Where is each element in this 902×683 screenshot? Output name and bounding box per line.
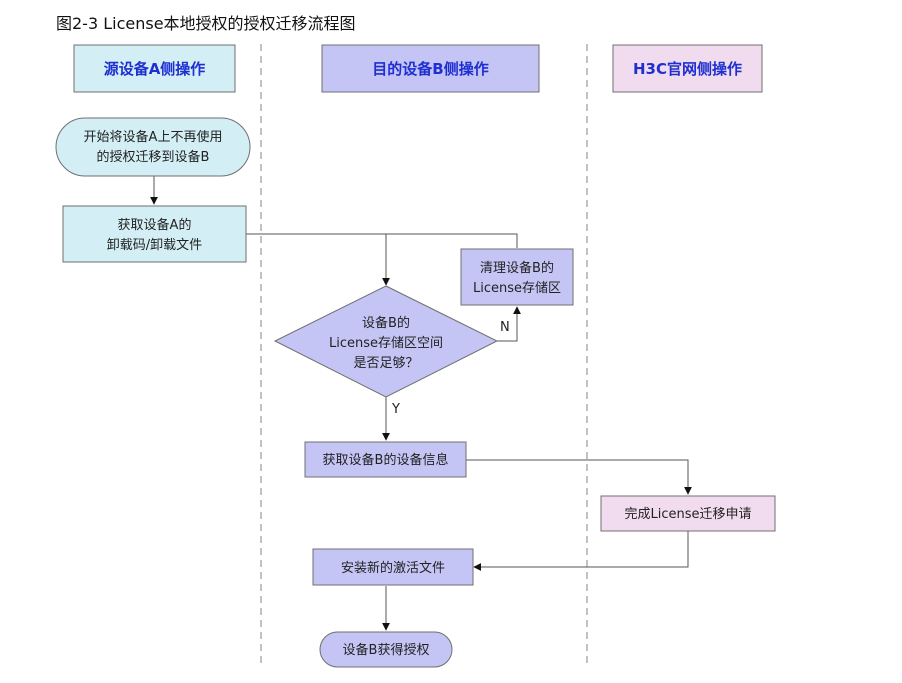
node-end: 设备B获得授权 bbox=[319, 631, 453, 668]
edge-complete-apply-to-install bbox=[473, 531, 689, 571]
lane-header-h3c: H3C官网侧操作 bbox=[612, 44, 763, 93]
node-check-space-decision: 设备B的 License存储区空间 是否足够？ bbox=[273, 285, 499, 398]
svg-text:是否足够？: 是否足够？ bbox=[353, 356, 418, 371]
lane-header-label: 源设备A侧操作 bbox=[104, 60, 206, 78]
svg-text:设备B获得授权: 设备B获得授权 bbox=[343, 642, 430, 658]
node-start: 开始将设备A上不再使用 的授权迁移到设备B bbox=[55, 117, 251, 177]
edge-label-yes: Y bbox=[391, 402, 400, 417]
edge-line-to-clean-storage-top bbox=[246, 233, 518, 248]
lane-header-label: 目的设备B侧操作 bbox=[372, 60, 488, 78]
node-install-activation: 安装新的激活文件 bbox=[312, 548, 474, 586]
svg-text:完成License迁移申请: 完成License迁移申请 bbox=[624, 507, 751, 522]
figure-title: 图2-3 License本地授权的授权迁移流程图 bbox=[56, 14, 356, 33]
node-get-uninstall-code: 获取设备A的 卸载码/卸载文件 bbox=[62, 205, 247, 263]
edge-check-space-to-clean-storage-no bbox=[497, 306, 521, 342]
svg-text:License存储区: License存储区 bbox=[473, 281, 561, 296]
edge-get-device-info-to-complete-apply bbox=[466, 459, 692, 495]
svg-text:的授权迁移到设备B: 的授权迁移到设备B bbox=[97, 149, 210, 165]
node-complete-apply: 完成License迁移申请 bbox=[600, 495, 776, 532]
svg-text:卸载码/卸载文件: 卸载码/卸载文件 bbox=[107, 237, 202, 253]
svg-text:安装新的激活文件: 安装新的激活文件 bbox=[341, 560, 445, 576]
lane-header-source-a: 源设备A侧操作 bbox=[73, 44, 236, 93]
svg-text:开始将设备A上不再使用: 开始将设备A上不再使用 bbox=[84, 129, 223, 145]
lane-header-target-b: 目的设备B侧操作 bbox=[321, 44, 540, 93]
edge-label-no: N bbox=[500, 320, 510, 335]
svg-text:获取设备B的设备信息: 获取设备B的设备信息 bbox=[323, 452, 449, 468]
svg-text:设备B的: 设备B的 bbox=[362, 315, 410, 331]
svg-text:License存储区空间: License存储区空间 bbox=[329, 336, 443, 351]
svg-text:清理设备B的: 清理设备B的 bbox=[480, 260, 554, 276]
lane-header-label: H3C官网侧操作 bbox=[633, 60, 742, 78]
svg-text:获取设备A的: 获取设备A的 bbox=[118, 217, 192, 233]
node-clean-storage: 清理设备B的 License存储区 bbox=[460, 248, 574, 306]
node-get-device-info: 获取设备B的设备信息 bbox=[304, 441, 467, 478]
